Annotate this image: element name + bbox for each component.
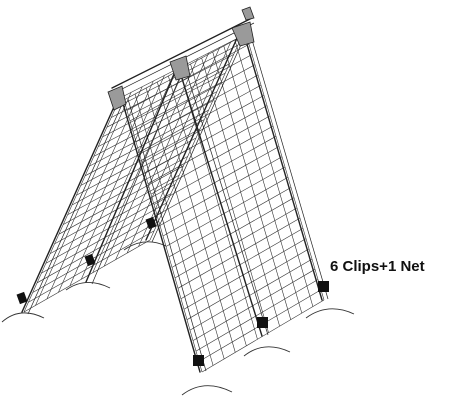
net-strand xyxy=(159,156,283,226)
net-strand xyxy=(186,248,310,320)
net-strand xyxy=(177,217,301,289)
net-strand xyxy=(165,176,289,247)
net-strand xyxy=(132,64,256,132)
net-strand xyxy=(135,74,259,143)
net-strand xyxy=(71,137,197,206)
net-strand xyxy=(84,109,209,177)
net-strand xyxy=(80,119,205,186)
net-strand xyxy=(156,146,280,216)
net-strand xyxy=(168,187,292,258)
net-strand xyxy=(147,115,271,184)
clip xyxy=(145,216,157,230)
net-strand xyxy=(98,82,222,147)
left-poles xyxy=(21,35,245,315)
net-strand xyxy=(32,221,159,293)
net-strand xyxy=(93,91,218,157)
net-strand xyxy=(174,207,298,279)
ground-mounds xyxy=(1,241,355,396)
top-connectors xyxy=(107,6,255,111)
clip xyxy=(16,291,28,305)
product-caption: 6 Clips+1 Net xyxy=(330,258,425,275)
right-poles xyxy=(121,32,329,373)
clip xyxy=(257,317,268,328)
clip xyxy=(193,355,204,366)
net-strand xyxy=(201,299,325,373)
net-strand xyxy=(189,258,313,331)
trellis-net-right-panel xyxy=(123,33,325,373)
net-strand xyxy=(171,197,295,268)
net-strand xyxy=(28,230,155,303)
net-strand xyxy=(183,238,307,310)
clip xyxy=(84,253,96,267)
clip xyxy=(318,281,329,292)
net-strand xyxy=(162,166,286,237)
net-strand xyxy=(195,279,319,352)
net-strand xyxy=(144,105,268,174)
net-strand xyxy=(192,269,316,341)
net-strand xyxy=(76,128,201,196)
net-strand xyxy=(36,211,163,284)
net-strand xyxy=(23,239,151,313)
net-clips xyxy=(16,216,329,366)
net-strand xyxy=(180,228,304,300)
